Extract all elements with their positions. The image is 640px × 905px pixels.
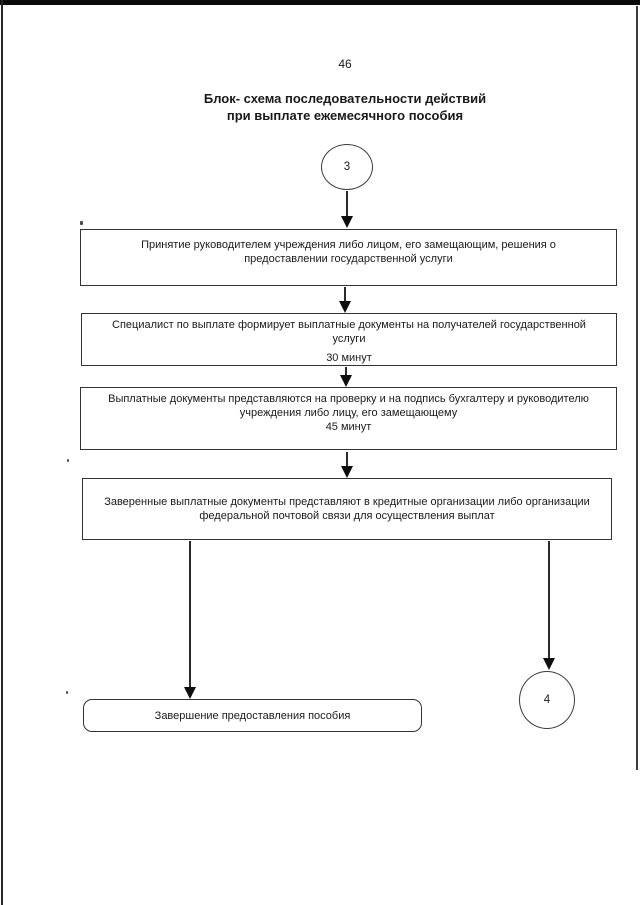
scan-edge-right xyxy=(636,6,638,770)
flow-end-terminator-text: Завершение предоставления пособия xyxy=(154,709,351,722)
flow-line xyxy=(346,452,348,467)
flow-step-decision: Принятие руководителем учреждения либо л… xyxy=(80,229,617,286)
flow-line xyxy=(346,191,348,217)
page-title-line-1: Блок- схема последовательности действий xyxy=(203,91,487,106)
down-arrow-icon xyxy=(543,658,555,670)
flow-line xyxy=(548,541,550,659)
page-title-line-2: при выплате ежемесячного пособия xyxy=(226,108,464,123)
down-arrow-icon xyxy=(339,301,351,313)
scan-speck xyxy=(67,459,69,462)
down-arrow-icon xyxy=(341,216,353,228)
connector-node-4-label: 4 xyxy=(543,694,551,706)
connector-node-3-label: 3 xyxy=(343,161,351,173)
page-number: 46 xyxy=(338,57,352,71)
down-arrow-icon xyxy=(341,466,353,478)
page-title: Блок- схема последовательности действий … xyxy=(50,90,640,124)
scan-edge-top xyxy=(0,0,640,5)
down-arrow-icon xyxy=(340,375,352,387)
flow-step-decision-text: Принятие руководителем учреждения либо л… xyxy=(141,239,556,265)
connector-node-3: 3 xyxy=(321,144,373,190)
connector-node-4: 4 xyxy=(519,671,575,729)
down-arrow-icon xyxy=(184,687,196,699)
scan-speck xyxy=(66,691,68,694)
flow-end-terminator: Завершение предоставления пособия xyxy=(83,699,422,732)
scan-speck xyxy=(80,221,83,225)
flow-step-form-documents-duration: 30 минут xyxy=(326,352,372,364)
flow-step-verification-duration: 45 минут xyxy=(325,421,372,433)
flow-step-form-documents: Специалист по выплате формирует выплатны… xyxy=(81,313,617,366)
flow-step-transfer: Заверенные выплатные документы представл… xyxy=(82,478,612,540)
scan-edge-left xyxy=(1,0,3,905)
flow-line xyxy=(344,287,346,303)
flow-line xyxy=(189,541,191,688)
flow-step-verification-text: Выплатные документы представляются на пр… xyxy=(108,393,589,419)
flow-line xyxy=(345,367,347,377)
flow-step-form-documents-text: Специалист по выплате формирует выплатны… xyxy=(112,319,586,345)
flow-step-verification: Выплатные документы представляются на пр… xyxy=(80,387,617,450)
flow-step-transfer-text: Заверенные выплатные документы представл… xyxy=(104,496,590,522)
